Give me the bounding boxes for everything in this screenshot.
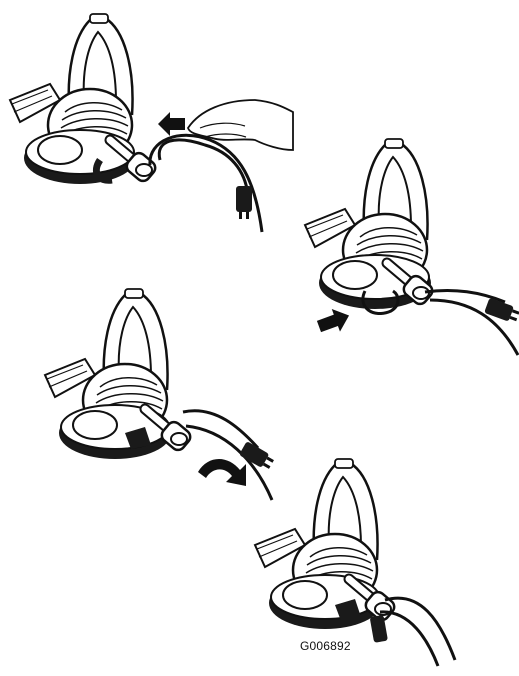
rotate-arrow-icon xyxy=(198,459,246,486)
blower-icon xyxy=(45,289,171,459)
blower-icon xyxy=(10,14,136,184)
extension-cord-icon xyxy=(159,140,248,195)
figure-code: G006892 xyxy=(300,639,351,653)
extension-cord-icon xyxy=(183,411,258,448)
step-3-rotate-cord xyxy=(45,289,193,459)
step-2-hook-cord xyxy=(305,139,435,314)
step-1-attach-cord xyxy=(10,14,158,184)
extension-cord-icon xyxy=(385,598,455,660)
cord-plug-icon xyxy=(236,186,252,219)
step-4-secured-cord xyxy=(255,459,397,629)
blower-icon xyxy=(255,459,381,629)
push-arrow-icon xyxy=(315,304,353,337)
push-arrow-icon xyxy=(158,112,185,136)
